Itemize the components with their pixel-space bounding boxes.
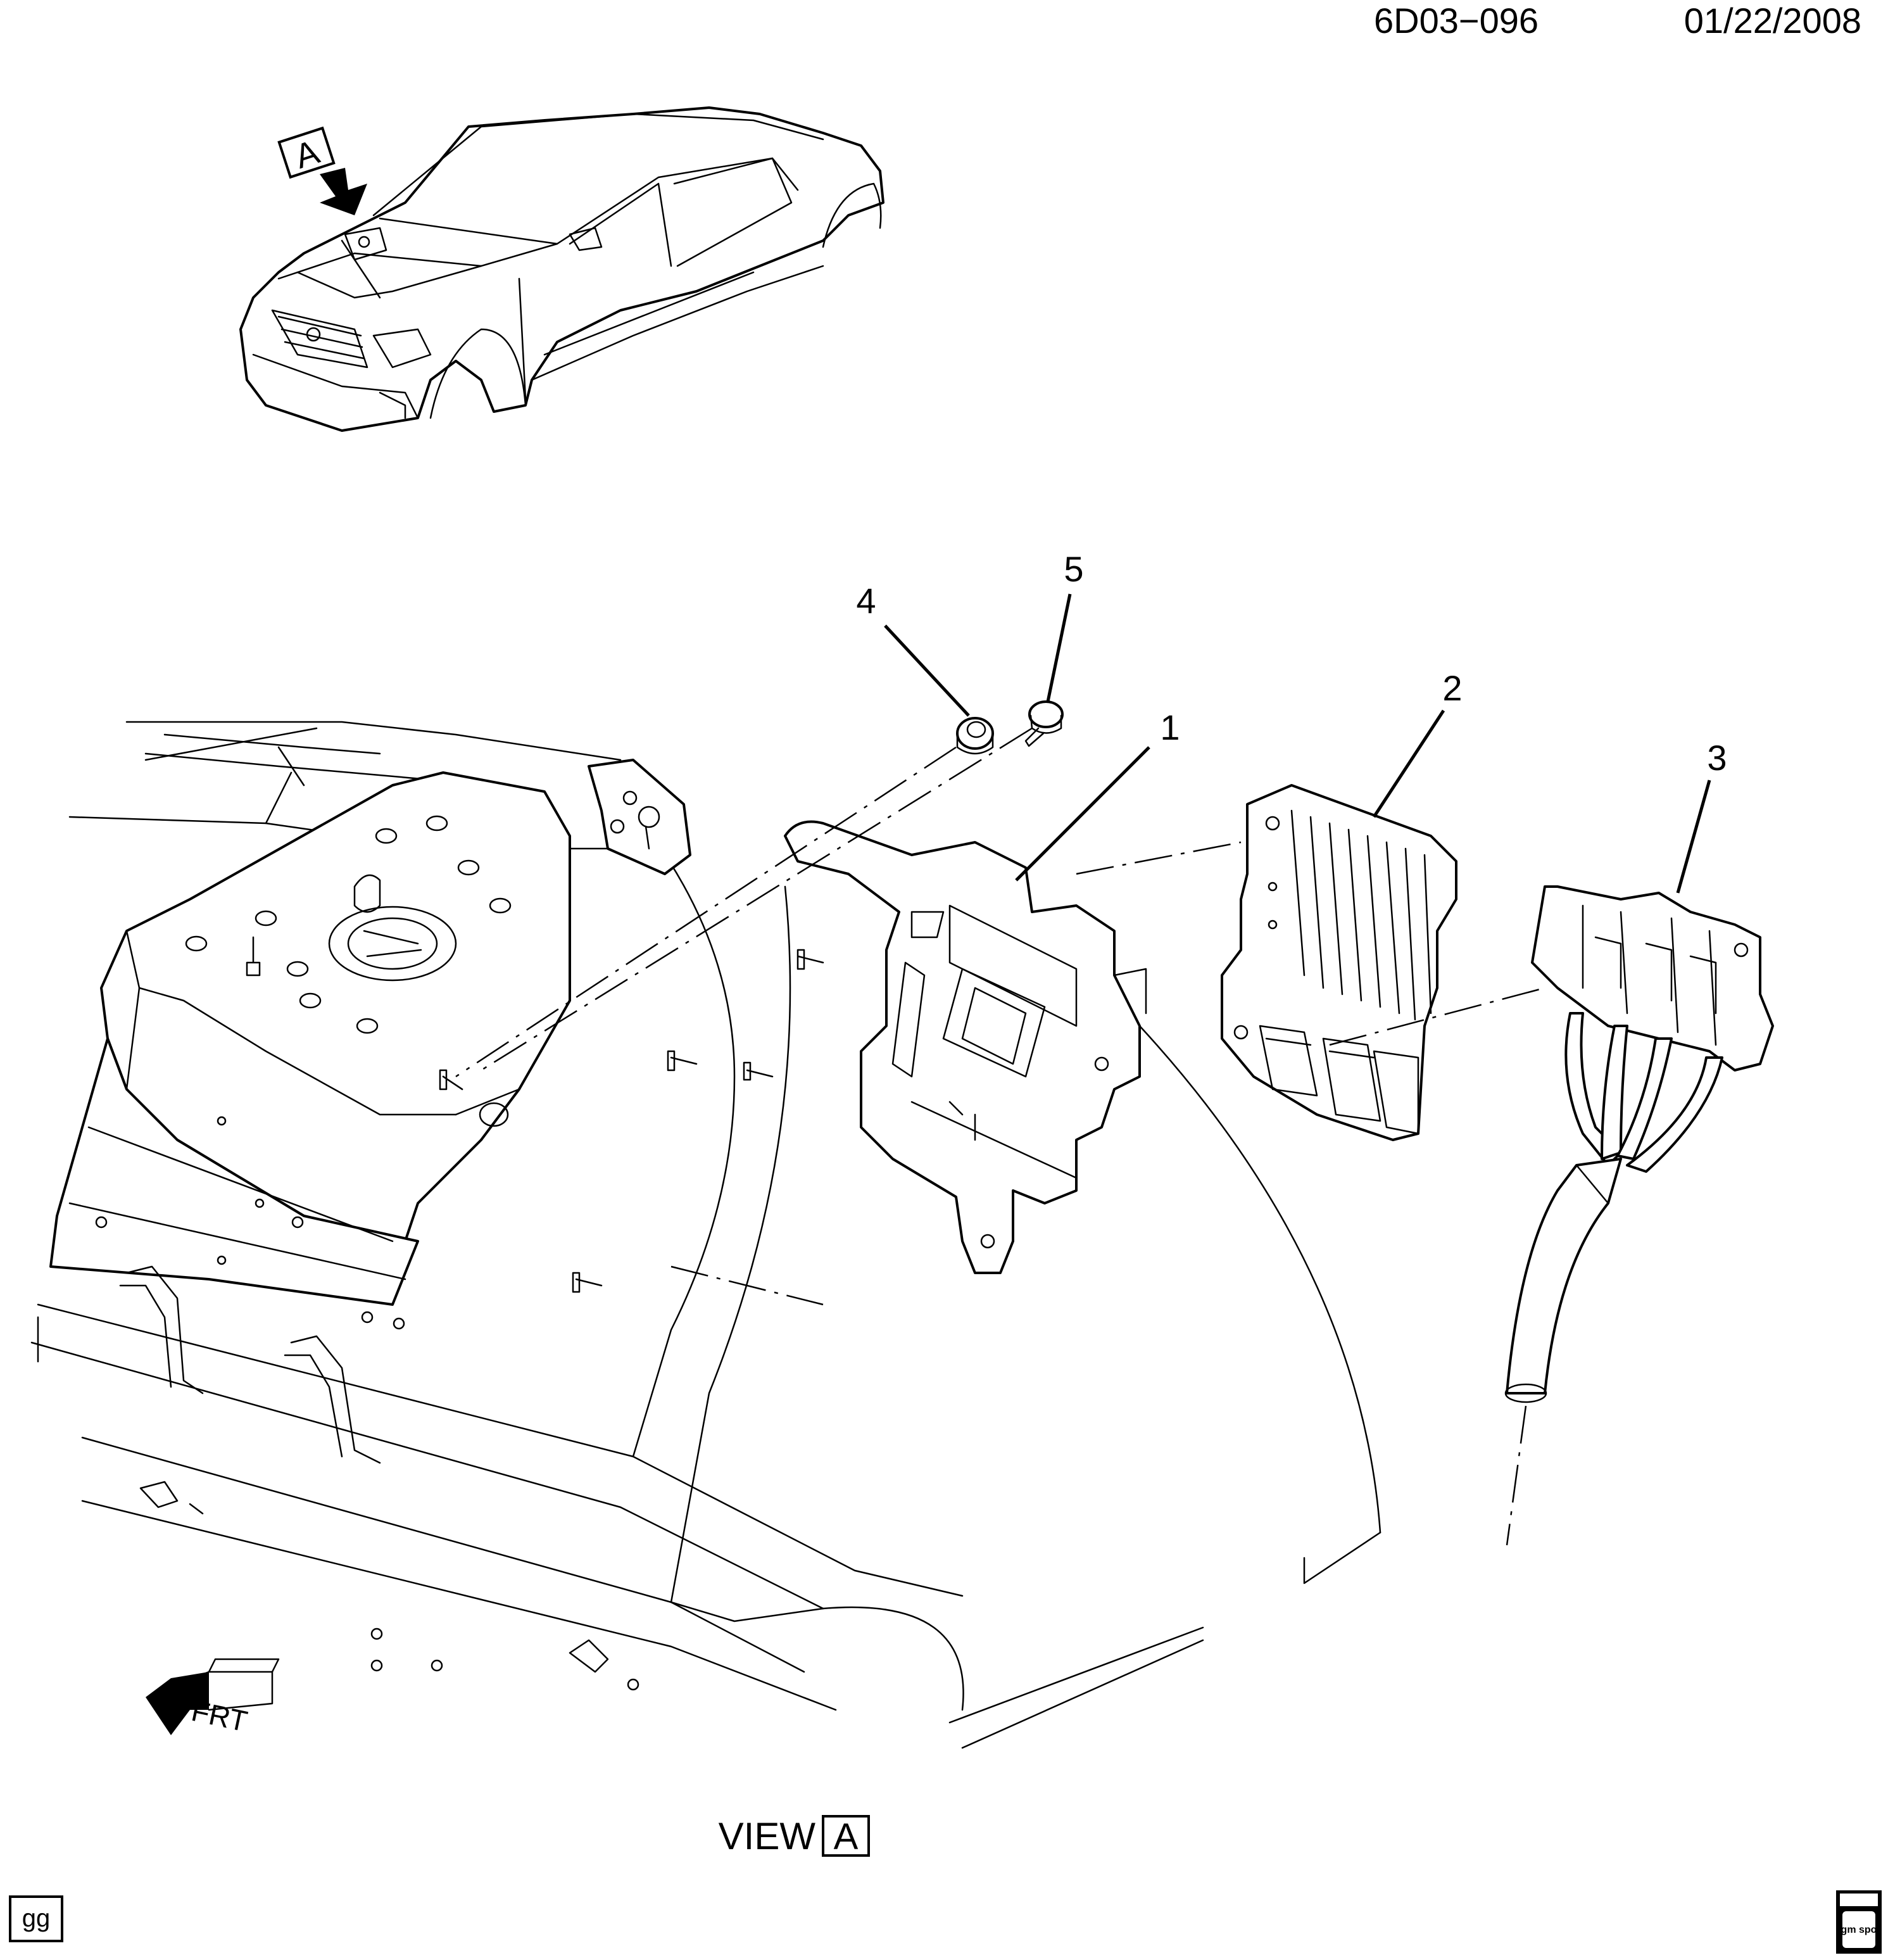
part-4-nut [956, 717, 994, 755]
vehicle-floor-structure [30, 721, 1381, 1749]
gm-spo-logo-text: gm spo [1841, 1925, 1877, 1935]
part-5-bolt [1024, 700, 1064, 747]
diagram-code: 6D03−096 [1374, 1, 1539, 41]
view-a-marker: A [277, 126, 367, 215]
front-direction-arrow: FRT [146, 1658, 280, 1738]
callout-3: 3 [1676, 738, 1727, 894]
callout-4-number: 4 [856, 581, 876, 621]
callout-1-number: 1 [1160, 707, 1180, 747]
callout-3-number: 3 [1707, 738, 1727, 778]
view-label-letter: A [834, 1816, 859, 1857]
view-label: VIEW A [719, 1815, 870, 1857]
view-arrow-icon [320, 168, 367, 215]
callout-2: 2 [1372, 668, 1463, 818]
alignment-lines [455, 727, 1545, 1546]
callout-5-number: 5 [1064, 549, 1083, 589]
front-direction-label: FRT [189, 1694, 250, 1738]
part-2-control-module [1221, 784, 1457, 1141]
footer-code-box: gg [9, 1895, 63, 1942]
front-arrow-icon [146, 1672, 209, 1735]
view-label-text: VIEW [719, 1815, 816, 1857]
part-3-wiring-harness [1504, 885, 1774, 1403]
callout-2-number: 2 [1442, 668, 1462, 708]
gm-spo-logo: gm spo [1836, 1890, 1882, 1954]
vehicle-overview-illustration [239, 106, 884, 432]
callout-5: 5 [1046, 549, 1084, 702]
callout-1: 1 [1015, 707, 1180, 882]
part-1-bracket [784, 820, 1147, 1274]
diagram-date: 01/22/2008 [1684, 1, 1861, 41]
callout-4: 4 [856, 581, 970, 717]
footer-code-text: gg [22, 1904, 51, 1932]
